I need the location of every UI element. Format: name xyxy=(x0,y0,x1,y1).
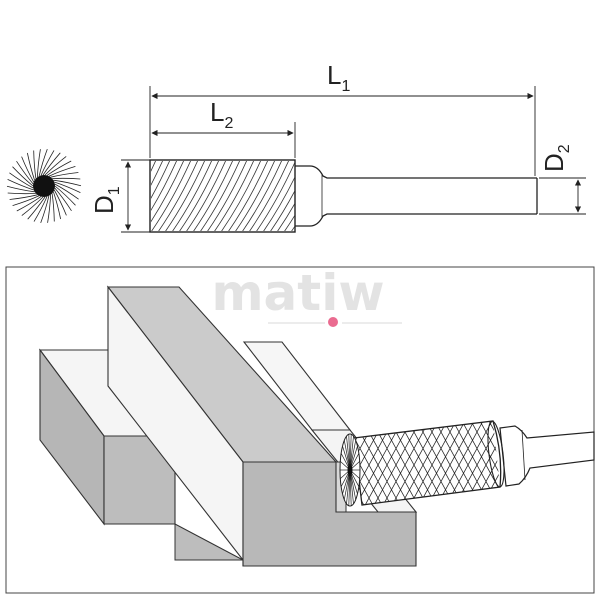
burr-tool xyxy=(339,420,595,507)
watermark-text: matiw xyxy=(211,264,384,322)
l1-label: L1 xyxy=(327,60,350,95)
watermark-dot xyxy=(328,317,338,327)
d2-dimension: D2 xyxy=(539,144,586,215)
watermark: matiw xyxy=(211,264,402,327)
d1-label: D1 xyxy=(89,186,123,214)
d2-label: D2 xyxy=(539,144,573,172)
l2-dimension: L2 xyxy=(151,97,296,158)
burr-end-face xyxy=(339,433,361,507)
d1-dimension: D1 xyxy=(89,159,150,233)
end-view-rosette xyxy=(6,148,82,224)
application-illustration: matiw xyxy=(5,264,595,594)
burr-head xyxy=(149,159,296,233)
burr-shank xyxy=(295,165,538,227)
technical-drawing: D1 L1 L2 xyxy=(6,60,586,233)
l1-dimension: L1 xyxy=(149,60,536,176)
l2-label: L2 xyxy=(210,97,233,132)
